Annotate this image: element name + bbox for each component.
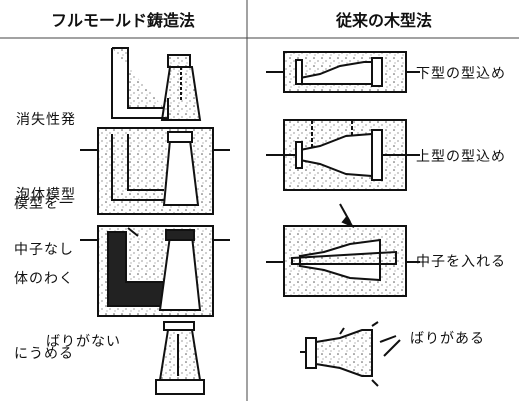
wood-pattern-header: 従来の木型法 bbox=[335, 11, 432, 30]
drag-molding-drawing bbox=[266, 51, 420, 93]
label-no-flash: ばりがない bbox=[46, 334, 121, 350]
full-mold-header: フルモールド鋳造法 bbox=[50, 11, 195, 30]
foam-model-drawing bbox=[111, 47, 202, 121]
cope-molding-drawing bbox=[266, 119, 420, 191]
label-foam-model: 消失性発 泡体模型 bbox=[16, 112, 76, 203]
label-has-flash: ばりがある bbox=[410, 331, 485, 347]
label-insert-core: 中子を入れる bbox=[416, 254, 506, 270]
diagram-drawings bbox=[0, 0, 519, 401]
comparison-figure: フルモールド鋳造法 従来の木型法 消失性発 泡体模型 模型を一 体のわく にうめ… bbox=[0, 0, 519, 401]
no-core-drawing bbox=[80, 225, 230, 317]
label-cope-molding: 上型の型込め bbox=[416, 149, 506, 165]
label-drag-molding: 下型の型込め bbox=[416, 66, 506, 82]
casting-with-flash-drawing bbox=[300, 321, 401, 387]
casting-no-flash-drawing bbox=[155, 321, 205, 395]
insert-core-drawing bbox=[266, 203, 420, 297]
label-embed-model: 模型を一 体のわく にうめる bbox=[14, 196, 74, 362]
table-grid bbox=[0, 0, 519, 401]
embedded-model-drawing bbox=[80, 127, 230, 215]
label-no-core: 中子なし bbox=[14, 242, 74, 258]
